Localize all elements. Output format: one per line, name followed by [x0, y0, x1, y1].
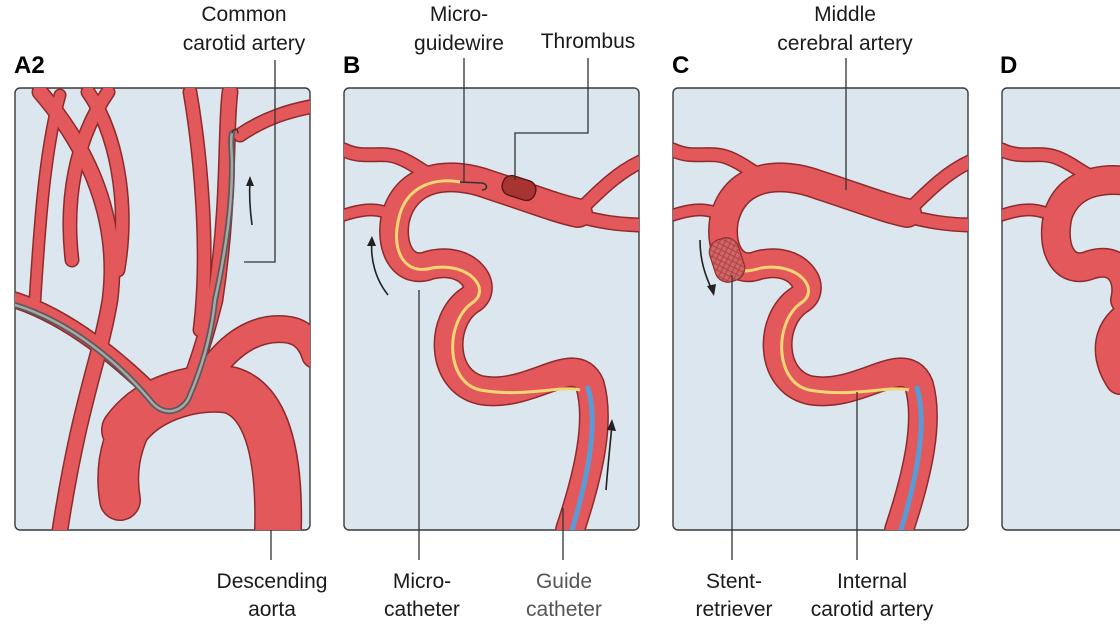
panel-c-microcatheter: [734, 265, 910, 395]
panel-b-label: B: [343, 52, 360, 79]
label-stent-retriever-line1: Stent-: [706, 570, 762, 593]
leader-thrombus: [514, 58, 589, 180]
label-guide-catheter-line2: catheter: [526, 598, 602, 621]
panel-b-right-arrowhead-icon: [607, 419, 616, 431]
panel-b: B: [343, 52, 640, 531]
panel-a2-catheter: [15, 128, 239, 415]
leader-lines: [244, 58, 858, 560]
label-guide-catheter-line1: Guide: [536, 570, 592, 593]
annotation-labels: Common carotid artery Descending aorta M…: [183, 3, 934, 621]
panel-c-stent-retriever: [708, 237, 746, 283]
panel-b-guidewire: [459, 181, 488, 191]
label-micro-guidewire-line1: Micro-: [430, 3, 488, 26]
panel-b-microcatheter: [395, 179, 581, 395]
label-internal-carotid-line1: Internal: [837, 570, 907, 593]
panel-c-arrowhead-icon: [707, 284, 716, 296]
panel-a2-vessels: [15, 88, 310, 530]
label-stent-retriever-line2: retriever: [695, 598, 772, 621]
label-micro-guidewire-line2: guidewire: [414, 32, 504, 55]
label-descending-aorta-line1: Descending: [217, 570, 328, 593]
label-common-carotid-line2: carotid artery: [183, 32, 306, 55]
panel-d-label: D: [1000, 52, 1017, 79]
label-middle-cerebral-line1: Middle: [814, 3, 876, 26]
panel-c-vessels: [673, 142, 968, 530]
label-descending-aorta-line2: aorta: [248, 598, 296, 621]
panel-b-guide-catheter: [569, 385, 595, 530]
panel-d-vessels: [1002, 142, 1120, 395]
panel-b-right-arrow: [605, 424, 613, 491]
label-micro-catheter-line1: Micro-: [393, 570, 451, 593]
panel-a2-label: A2: [14, 52, 45, 79]
leader-common-carotid: [244, 60, 276, 263]
label-common-carotid-line1: Common: [201, 3, 286, 26]
panel-c-guide-catheter: [898, 385, 924, 530]
panel-b-thrombus: [501, 174, 537, 202]
panel-a2-arrowhead-icon: [246, 176, 254, 186]
label-middle-cerebral-line2: cerebral artery: [777, 32, 913, 55]
panel-b-vessels: [344, 142, 639, 530]
panel-c-label: C: [672, 52, 689, 79]
label-internal-carotid-line2: carotid artery: [811, 598, 934, 621]
label-thrombus: Thrombus: [541, 30, 636, 53]
panel-b-left-arrowhead-icon: [367, 236, 376, 246]
panel-c: C: [672, 52, 969, 531]
label-micro-catheter-line2: catheter: [384, 598, 460, 621]
panel-d: D: [1000, 52, 1120, 531]
panel-a2: A2: [14, 52, 311, 531]
